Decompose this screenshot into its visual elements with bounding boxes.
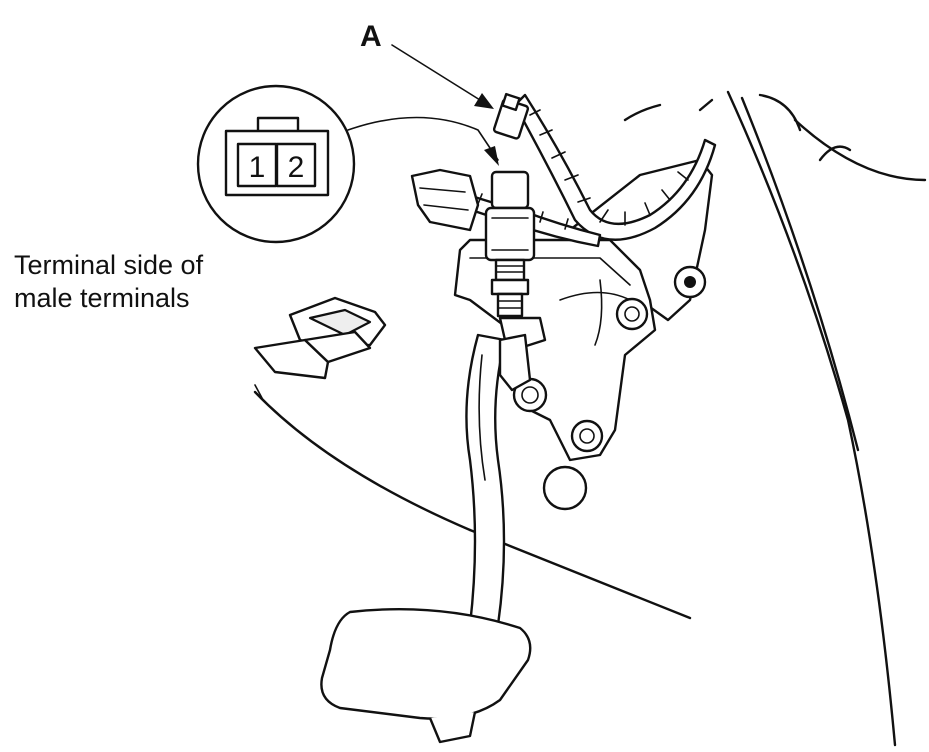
caption-line-1: Terminal side of bbox=[14, 250, 204, 280]
terminal-1-cell bbox=[236, 142, 278, 188]
floor-clip bbox=[253, 296, 387, 380]
callout-label-a: A bbox=[360, 20, 382, 53]
terminal-2-number: 2 bbox=[288, 151, 305, 184]
terminal-2-cell bbox=[275, 142, 317, 188]
connector-a bbox=[492, 92, 530, 140]
round-plug bbox=[542, 465, 588, 511]
bracket-bolts bbox=[512, 265, 707, 453]
magnifier-leader-line bbox=[347, 116, 499, 166]
connector-caption: Terminal side of male terminals bbox=[14, 249, 203, 315]
terminal-1-number: 1 bbox=[249, 151, 266, 184]
dash-panel bbox=[623, 90, 927, 747]
caption-line-2: male terminals bbox=[14, 283, 190, 313]
callout-a-arrow bbox=[391, 44, 494, 109]
connector-face-magnifier: 1 2 bbox=[196, 84, 356, 244]
brake-pedal-pad bbox=[320, 608, 532, 744]
brake-switch bbox=[484, 170, 536, 318]
brake-pedal-arm bbox=[465, 316, 547, 627]
floor-outline bbox=[253, 384, 692, 620]
harness-connector bbox=[410, 168, 480, 232]
